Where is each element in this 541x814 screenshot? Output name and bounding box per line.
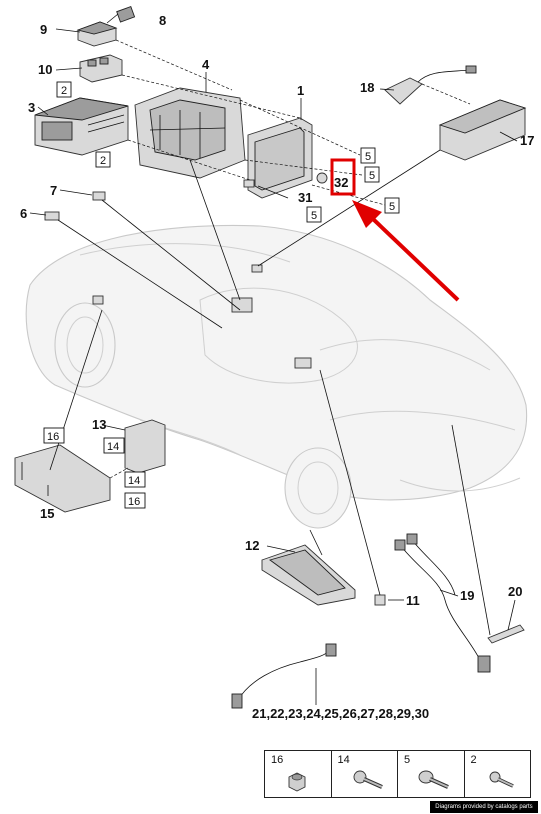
boxed-16-b: 16 [128,496,140,508]
legend-number: 5 [404,754,411,766]
callout-19: 19 [460,588,474,603]
legend-cell-2: 2 [465,751,531,797]
part-31 [243,179,255,188]
boxed-14-a: 14 [107,441,119,453]
boxed-2-b: 2 [100,155,106,167]
part-17 [438,99,527,161]
boxed-refs: 2 2 5 5 5 5 16 14 14 16 [43,81,400,509]
callout-20: 20 [508,584,522,599]
leader-lines [29,13,518,705]
part-18 [384,65,477,105]
part-11 [374,594,386,606]
callout-12: 12 [245,538,259,553]
car-outline [25,224,528,529]
callout-8: 8 [159,13,166,28]
part-9 [76,21,118,47]
part-1 [247,117,313,199]
credit-banner: Diagrams provided by catalogs parts [430,801,538,813]
callout-31: 31 [298,190,312,205]
legend-number: 14 [337,754,350,766]
legend-cell-14: 14 [332,751,398,797]
callouts: 8 9 10 4 3 1 18 17 32 31 7 6 13 15 12 11… [20,13,534,721]
callout-6: 6 [20,206,27,221]
callout-15: 15 [40,506,54,521]
callout-11: 11 [406,593,420,608]
boxed-14-b: 14 [128,475,140,487]
screw-icon [418,770,449,789]
highlight [330,158,460,302]
part-4 [134,87,246,179]
callout-1: 1 [297,83,304,98]
boxed-5-c: 5 [389,201,395,213]
part-15 [14,444,111,513]
callout-7: 7 [50,183,57,198]
callout-4: 4 [202,57,210,72]
fastener-legend: 16 14 5 2 [264,750,531,798]
part-7 [92,191,106,201]
part-8 [116,5,136,23]
part-13 [124,419,166,474]
boxed-5-a: 5 [365,151,371,163]
part-3 [34,97,129,156]
part-32 [316,172,328,184]
callout-13: 13 [92,417,106,432]
legend-cell-5: 5 [398,751,465,797]
boxed-16-a: 16 [47,431,59,443]
part-10 [79,54,123,83]
callout-3: 3 [28,100,35,115]
boxed-5-b: 5 [369,170,375,182]
part-19 [394,533,491,673]
part-12 [261,544,356,606]
boxed-2-a: 2 [61,85,67,97]
legend-number: 16 [271,754,284,766]
screw-icon [489,771,514,788]
legend-cell-16: 16 [265,751,332,797]
boxed-5-d: 5 [311,210,317,222]
callout-9: 9 [40,22,47,37]
screw-icon [353,770,383,789]
part-21-30 [231,643,337,709]
nut-icon [288,772,306,792]
part-6 [44,211,60,221]
callout-10: 10 [38,62,52,77]
part-mounts [92,264,312,369]
callout-32: 32 [334,175,348,190]
callout-17: 17 [520,133,534,148]
callout-18: 18 [360,80,374,95]
callout-21-30: 21,22,23,24,25,26,27,28,29,30 [252,706,429,721]
part-20 [487,624,525,644]
legend-number: 2 [470,754,477,766]
